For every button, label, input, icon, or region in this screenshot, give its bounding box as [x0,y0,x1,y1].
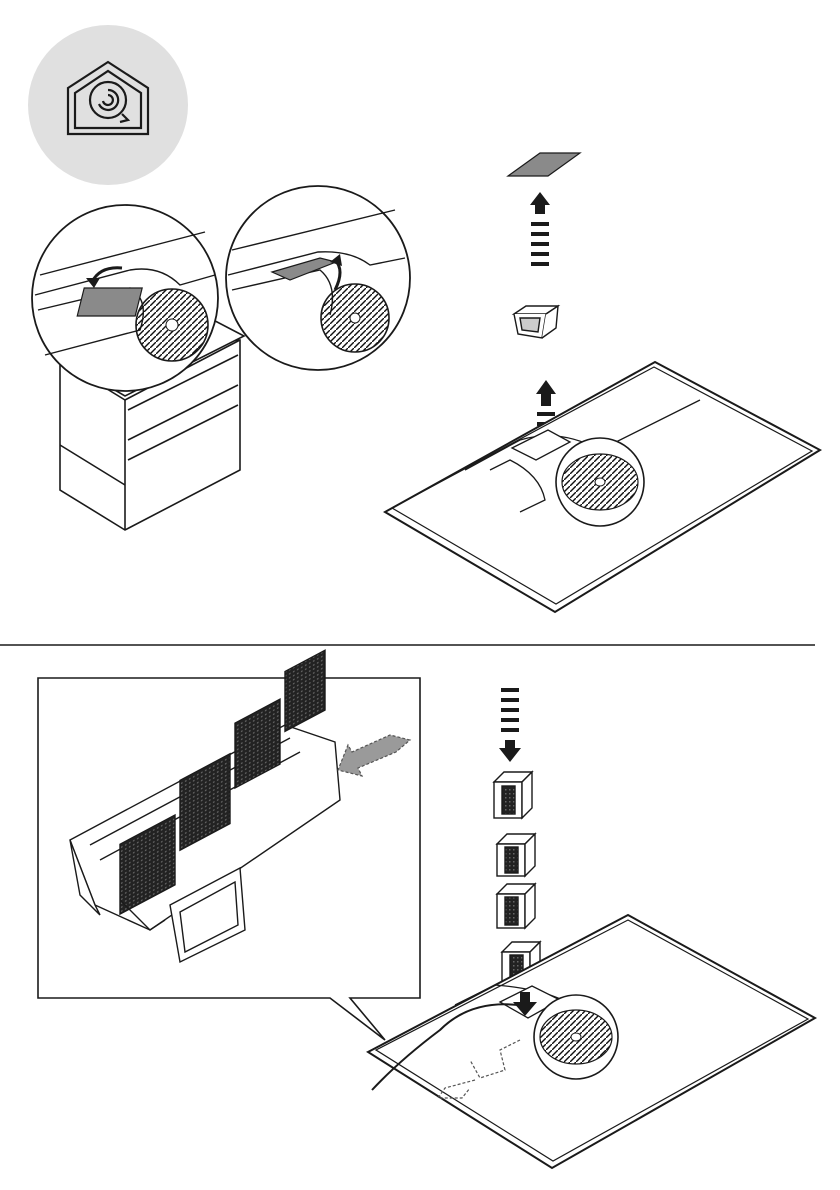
filter-block [497,834,535,876]
hob-top-view [368,915,815,1168]
recirculation-mode-badge [28,25,188,185]
removed-lid [508,153,580,176]
detail-lid-closed [32,205,218,391]
down-arrow-icon [499,688,521,762]
filter-block [497,884,535,928]
hob-top-view [385,362,820,612]
filter-block [494,772,532,818]
filter-holder [514,306,558,338]
filter-cassette-detail [38,650,420,1040]
lid-plate [77,288,142,316]
up-arrow-icon [530,192,550,266]
detail-lid-open [226,186,410,370]
